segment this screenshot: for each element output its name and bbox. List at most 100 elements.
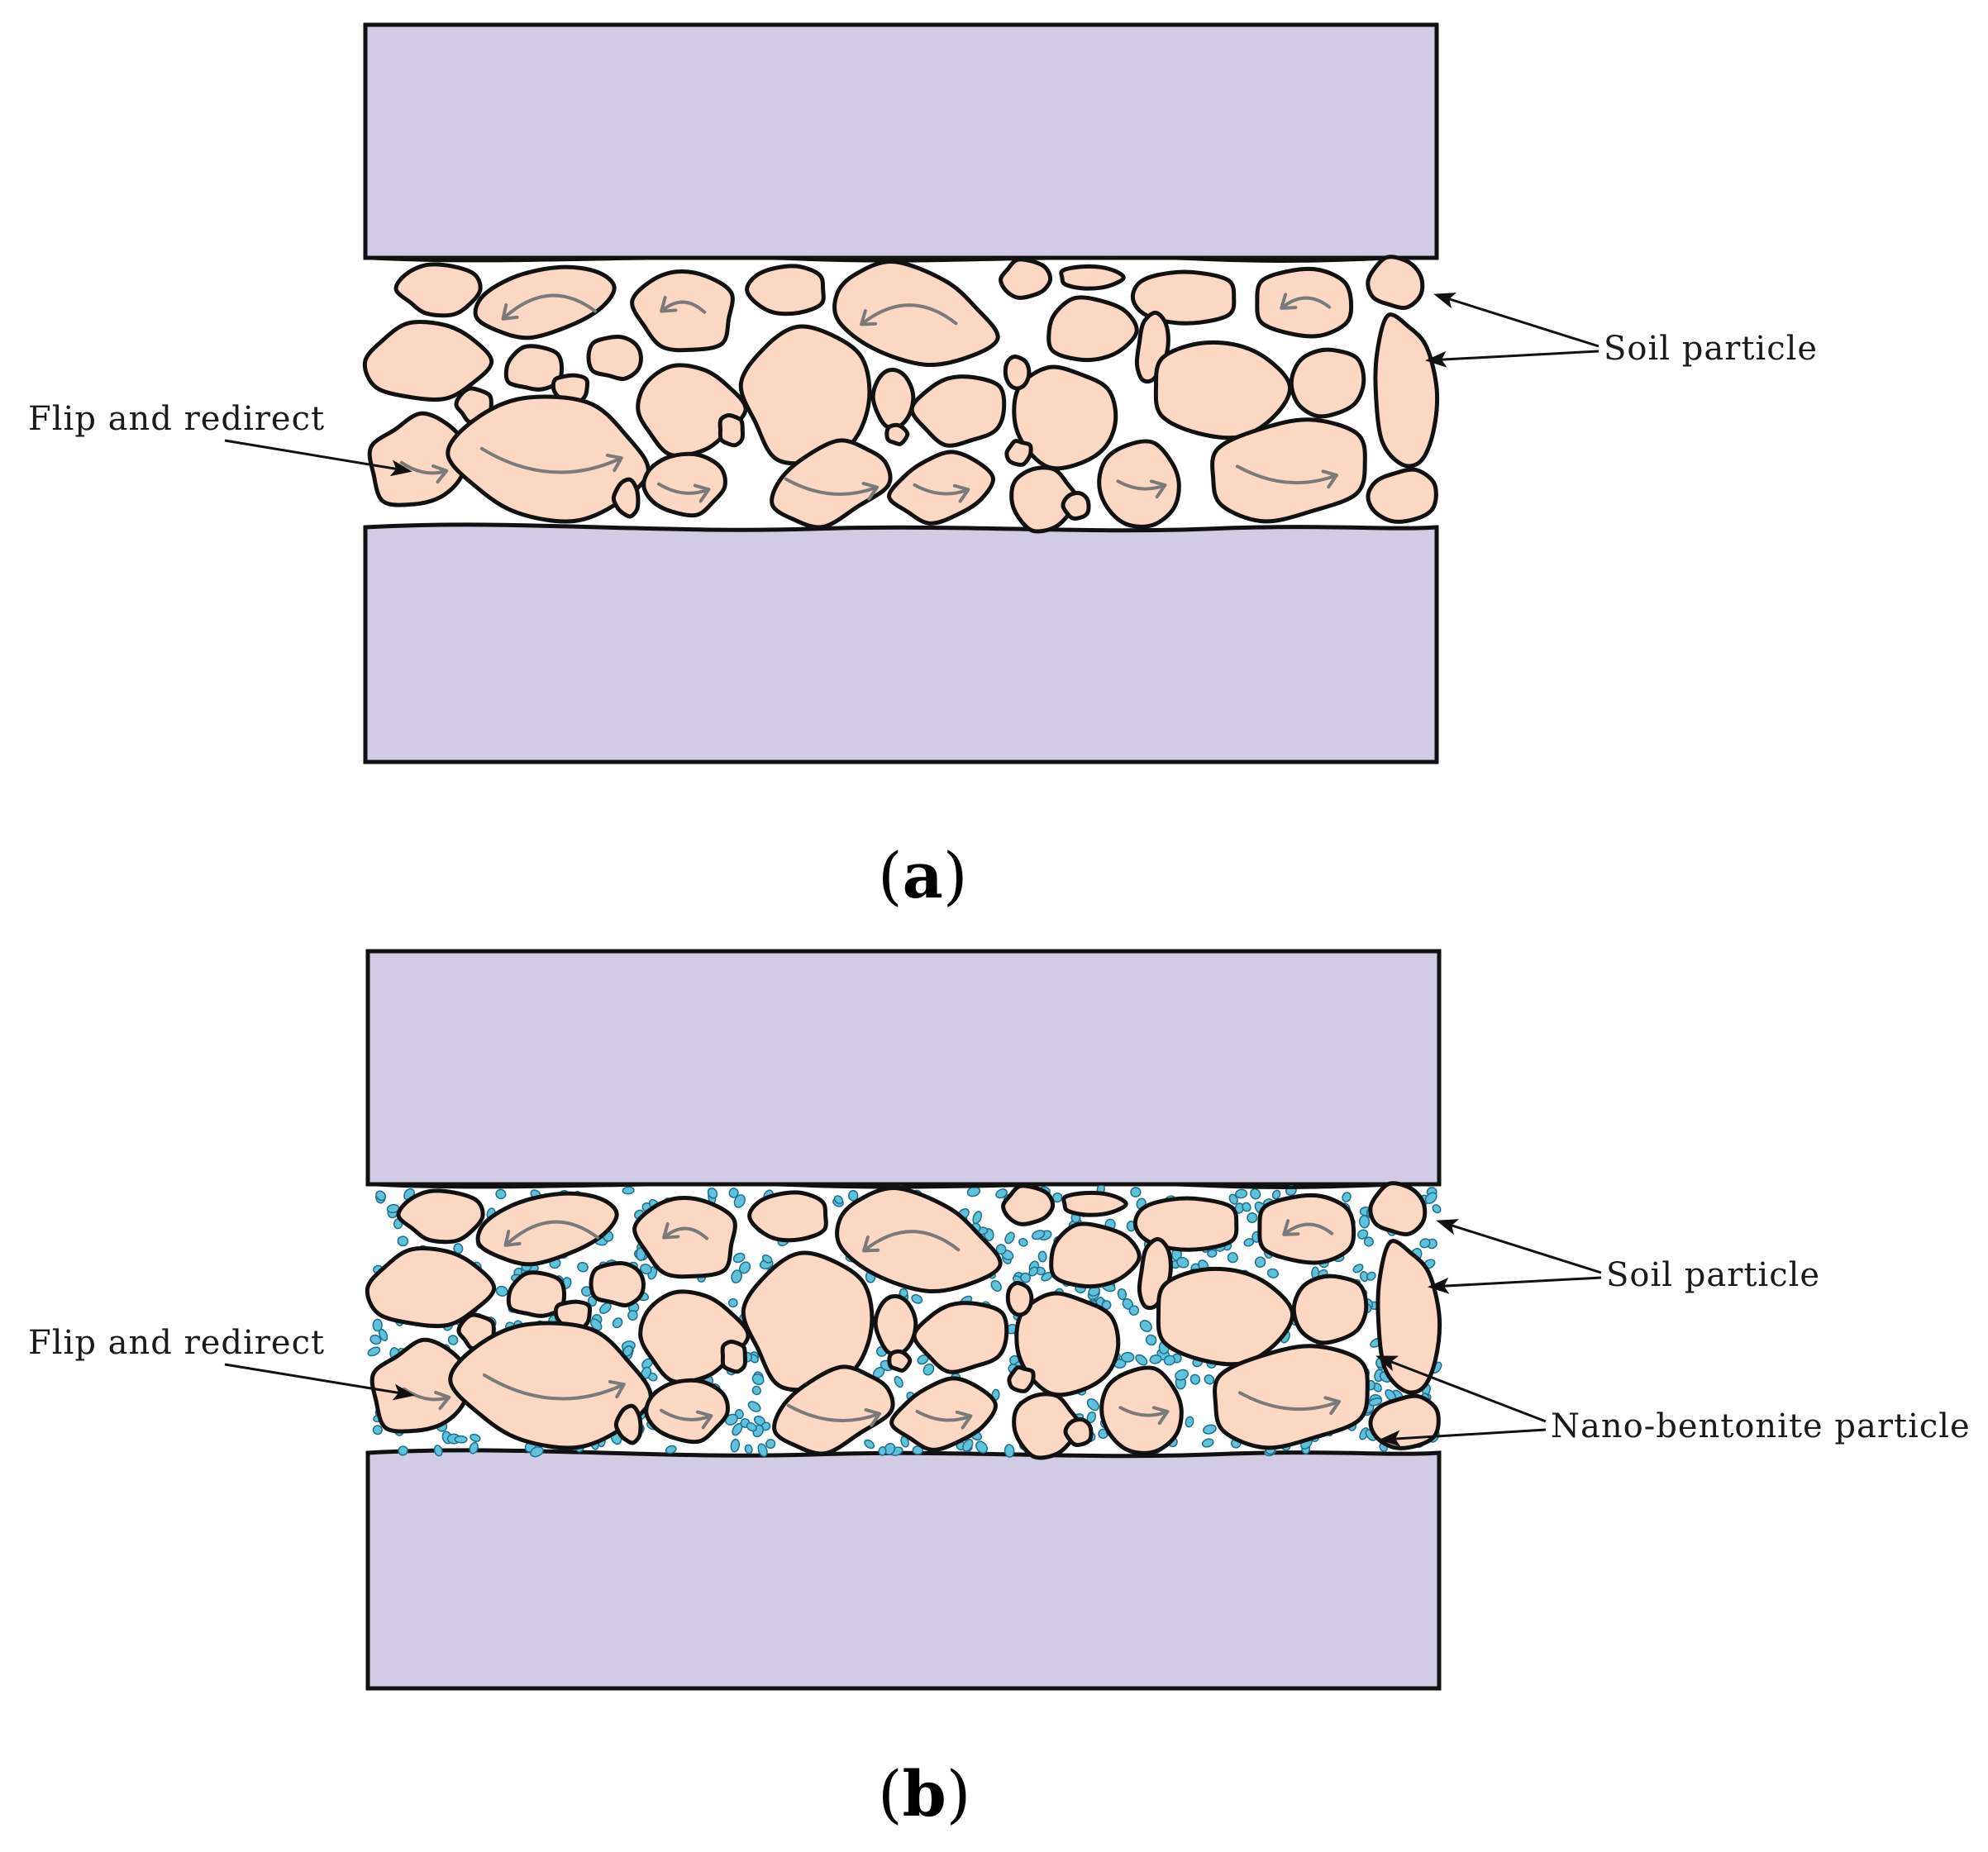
rotation-arrow [1116,479,1167,499]
nano-bentonite-particle [922,1363,935,1376]
soil-particle [1012,1392,1082,1460]
soil-particle [1366,467,1438,524]
rotation-arrow-layer [399,293,1338,503]
soil-particle [1153,340,1293,440]
label-flip-and-redirect: Flip and redirect [28,400,325,438]
nano-bentonite-particle [1419,1238,1431,1249]
nano-bentonite-particle [665,1445,677,1454]
soil-particle [717,412,746,448]
nano-bentonite-particle [724,1413,738,1426]
rotation-arrow-layer [402,1219,1341,1430]
nano-bentonite-particle [1250,1188,1261,1200]
nano-bentonite-particle [990,1280,1002,1292]
label-soil-particle: Soil particle [1606,1256,1820,1294]
soil-particle [1007,1365,1036,1393]
soil-particle [1368,1393,1441,1450]
nano-bentonite-particle [1368,1397,1383,1407]
soil-particle [641,451,727,518]
soil-particle [909,374,1007,448]
nano-bentonite-particle [1018,1238,1028,1247]
nano-bentonite-particle [1120,1351,1135,1363]
rotation-arrow [1235,464,1338,489]
nano-bentonite-particle [751,1374,765,1386]
rotation-arrow [784,477,880,501]
nano-bentonite-particle [1201,1438,1214,1448]
soil-particle [887,1349,913,1373]
nano-bentonite-particle [1228,1193,1238,1205]
soil-particle [1014,1291,1121,1397]
soil-particle-layer [362,255,1440,534]
nano-bentonite-particle [599,1302,612,1314]
nano-bentonite-particle [995,1244,1007,1255]
shear-band-top-edge [367,1182,1440,1189]
rotation-arrow [1118,1406,1170,1426]
soil-particle [1257,1193,1356,1265]
soil-particle [873,1293,918,1356]
soil-particle [1063,1417,1094,1447]
nano-bentonite-particle [433,1445,443,1457]
nano-bentonite-particle [833,1195,844,1205]
nano-bentonite-particle [1424,1192,1437,1204]
rotation-arrow [503,1220,599,1247]
soil-particle [1156,1266,1295,1367]
nano-bentonite-particle [397,1235,409,1247]
nano-bentonite-particle [765,1439,776,1450]
nano-bentonite-particle [1243,1238,1255,1247]
soil-particle [632,1196,737,1279]
soil-particle [1255,266,1354,339]
soil-particle [630,269,735,353]
pointer-nano-1 [1375,1355,1547,1423]
soil-particle [362,320,494,402]
soil-particle [1001,1183,1056,1226]
rotation-arrow [482,1373,626,1401]
soil-particle [446,394,651,524]
soil-particle [393,262,483,318]
soil-particle [1289,347,1366,419]
nano-bentonite-particle [1004,1444,1015,1458]
nano-bentonite-particle [1037,1250,1047,1263]
rotation-arrow [786,1403,882,1427]
soil-particle [1003,355,1032,391]
soil-particle [889,1376,998,1452]
nano-bentonite-particle [730,1438,741,1453]
nano-bentonite-particle [1135,1354,1148,1366]
rotation-arrow [501,293,597,321]
soil-particle [1210,417,1367,524]
nano-bentonite-particle [728,1188,739,1198]
nano-bentonite-particle [732,1252,746,1264]
rotation-arrow [913,483,970,503]
nano-bentonite-particle [1163,1354,1175,1366]
nano-bentonite-particle [1004,1231,1015,1245]
soil-particle [365,1246,497,1329]
nano-bentonite-particle [972,1211,983,1225]
pointer-flip [224,1363,415,1401]
nano-bentonite-particle [1266,1268,1279,1278]
panel-b: Flip and redirect Soil particle Nano-ben… [28,949,1971,1831]
soil-particle [611,477,641,519]
nano-bentonite-particle [577,1261,589,1273]
soil-particle [1012,364,1118,471]
nano-bentonite-particle [1189,1374,1201,1385]
label-nano-bentonite-particle: Nano-bentonite particle [1551,1407,1971,1445]
soil-particle [1009,465,1080,534]
nano-bentonite-particle [398,1445,408,1456]
nano-bentonite-particle [1357,1229,1369,1240]
shear-band-top-edge [365,255,1437,263]
soil-particle [887,450,995,526]
rotation-arrow [657,482,711,503]
soil-particle [475,1191,619,1267]
rotation-arrow [660,295,707,314]
nano-bentonite-particle [453,1243,464,1255]
soil-particle [1291,1274,1369,1345]
nano-bentonite-particle [1207,1249,1218,1258]
pointer-flip [224,439,412,477]
soil-particle [1368,1181,1428,1236]
nano-bentonite-particle [1128,1305,1139,1316]
soil-particle [503,344,565,392]
soil-particle [1366,255,1425,310]
pointer-soil-1 [1436,1219,1602,1274]
nano-bentonite-particle [744,1444,753,1454]
nano-bentonite-particle [1227,1252,1238,1264]
nano-bentonite-particle [1366,1271,1376,1281]
